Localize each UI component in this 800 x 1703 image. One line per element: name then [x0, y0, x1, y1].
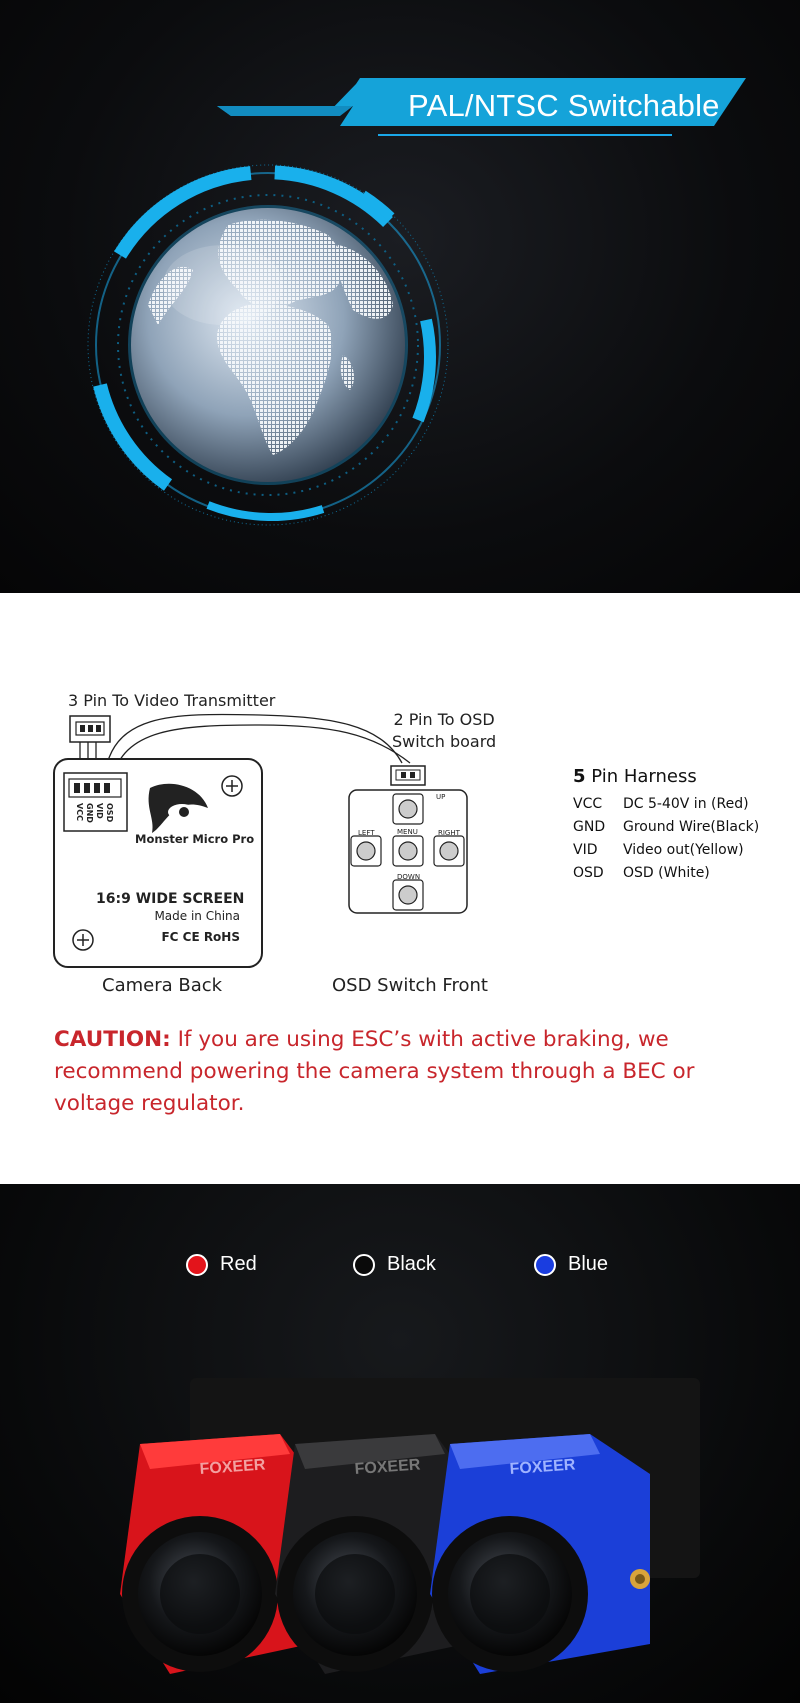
caution-notice: CAUTION: If you are using ESC’s with act… — [54, 1024, 754, 1120]
wiring-section: VCC GND VID OSD Monster Micro Pro 16:9 W… — [0, 593, 800, 1184]
osd-buttons — [350, 793, 465, 911]
harness-row: VCC DC 5-40V in (Red) — [573, 793, 759, 816]
three-pin-label: 3 Pin To Video Transmitter — [68, 691, 276, 710]
two-pin-label-line1: 2 Pin To OSD — [393, 710, 495, 729]
harness-pin-count: 5 — [573, 766, 586, 787]
color-options-section: FOXEER FOXEER FOXEER — [0, 1184, 800, 1703]
harness-key: VID — [573, 842, 598, 858]
screen-ratio-text: 16:9 WIDE SCREEN — [96, 891, 244, 907]
camera-model-text: Monster Micro Pro — [135, 832, 254, 846]
monster-logo-icon — [148, 783, 208, 833]
pin-label-vcc: VCC — [75, 803, 84, 821]
harness-key: GND — [573, 819, 606, 835]
color-option-black[interactable]: Black — [353, 1253, 436, 1276]
color-option-red[interactable]: Red — [186, 1253, 257, 1276]
banner-title: PAL/NTSC Switchable — [408, 88, 720, 123]
camera-red: FOXEER — [120, 1434, 310, 1674]
harness-value: DC 5-40V in (Red) — [623, 796, 749, 812]
osd-label-up: UP — [436, 793, 445, 801]
wiring-diagram: VCC GND VID OSD Monster Micro Pro 16:9 W… — [53, 713, 468, 968]
blue-dot-icon — [534, 1253, 556, 1276]
osd-label-menu: MENU — [397, 828, 418, 836]
made-in-text: Made in China — [154, 909, 240, 923]
color-option-blue[interactable]: Blue — [534, 1253, 608, 1276]
harness-row: OSD OSD (White) — [573, 862, 759, 885]
color-option-label: Red — [220, 1253, 257, 1275]
globe-graphic — [87, 164, 449, 526]
camera-brand-text: FOXEER — [509, 1456, 576, 1478]
harness-value: OSD (White) — [623, 865, 710, 881]
harness-value: Ground Wire(Black) — [623, 819, 760, 835]
caution-text: If you are using ESC’s with active braki… — [54, 1027, 695, 1116]
title-ribbon — [217, 78, 746, 126]
color-options: Red Black Blue — [0, 1253, 800, 1283]
product-image: FOXEER FOXEER FOXEER — [120, 1378, 700, 1674]
camera-brand-text: FOXEER — [199, 1456, 266, 1478]
color-option-label: Black — [387, 1253, 436, 1275]
pin-label-vid: VID — [95, 803, 104, 819]
pal-ntsc-banner: PAL/NTSC Switchable — [0, 0, 800, 593]
pin-harness-table: 5 Pin Harness VCC DC 5-40V in (Red) GND Gr… — [573, 766, 759, 885]
two-pin-label: 2 Pin To OSD Switch board — [392, 709, 496, 753]
two-pin-label-line2: Switch board — [392, 732, 497, 751]
caution-title: CAUTION: — [54, 1027, 171, 1052]
red-dot-icon — [186, 1253, 208, 1276]
camera-black: FOXEER — [275, 1434, 465, 1674]
osd-switch-caption: OSD Switch Front — [332, 975, 488, 996]
camera-back-caption: Camera Back — [102, 975, 223, 996]
banner-graphics — [87, 78, 746, 526]
harness-value: Video out(Yellow) — [623, 842, 744, 858]
osd-label-down: DOWN — [397, 873, 420, 881]
screw-hole-icon — [72, 775, 243, 951]
harness-title-text: Pin Harness — [591, 766, 697, 787]
osd-label-right: RIGHT — [438, 829, 461, 837]
black-dot-icon — [353, 1253, 375, 1276]
pin-label-gnd: GND — [85, 803, 94, 823]
osd-label-left: LEFT — [358, 829, 375, 837]
cert-marks-text: FC CE RoHS — [161, 930, 240, 944]
harness-key: VCC — [573, 796, 603, 812]
harness-row: GND Ground Wire(Black) — [573, 816, 759, 839]
harness-key: OSD — [573, 865, 604, 881]
harness-title: 5 Pin Harness — [573, 766, 759, 787]
pin-label-osd: OSD — [105, 803, 114, 823]
harness-row: VID Video out(Yellow) — [573, 839, 759, 862]
color-option-label: Blue — [568, 1253, 609, 1275]
camera-blue: FOXEER — [430, 1434, 650, 1674]
camera-brand-text: FOXEER — [354, 1456, 421, 1478]
